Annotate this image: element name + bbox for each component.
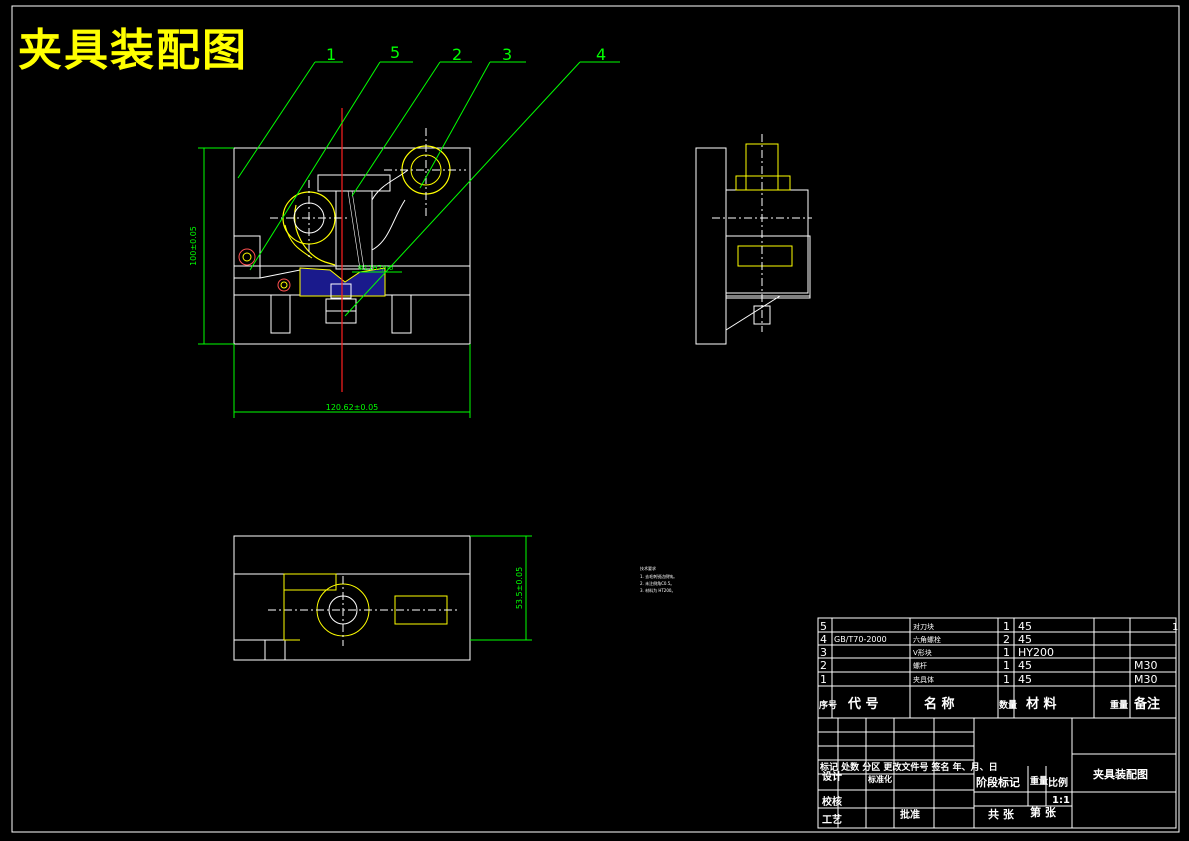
svg-text:5: 5: [820, 620, 827, 633]
svg-text:1:1: 1:1: [1052, 795, 1070, 806]
svg-text:2: 2: [820, 659, 827, 672]
svg-text:M30: M30: [1134, 659, 1158, 672]
svg-text:1: 1: [820, 673, 827, 686]
dim-plan-height: 53.5±0.05: [515, 567, 524, 609]
dim-fit: Φ11H7/n6: [358, 264, 394, 272]
svg-text:1: 1: [1003, 659, 1010, 672]
svg-text:45: 45: [1018, 633, 1032, 646]
svg-text:4: 4: [820, 633, 827, 646]
svg-text:重量: 重量: [1110, 699, 1128, 711]
dimensions-main: [198, 147, 471, 418]
dim-height: 100±0.05: [189, 226, 198, 266]
plan-view: [233, 535, 471, 661]
svg-text:2: 2: [1003, 633, 1010, 646]
balloon-5: 5: [390, 43, 400, 62]
svg-text:六角螺栓: 六角螺栓: [913, 635, 941, 644]
svg-text:第 张: 第 张: [1030, 805, 1057, 819]
svg-text:共 张: 共 张: [988, 807, 1015, 821]
svg-text:批准: 批准: [900, 808, 920, 821]
svg-text:校核: 校核: [822, 795, 842, 808]
svg-text:1: 1: [1003, 620, 1010, 633]
svg-text:45: 45: [1018, 659, 1032, 672]
svg-text:GB/T70-2000: GB/T70-2000: [834, 635, 887, 644]
svg-text:45: 45: [1018, 620, 1032, 633]
balloon-1: 1: [326, 45, 336, 64]
svg-text:HY200: HY200: [1018, 646, 1054, 659]
drawing-title: 夹具装配图: [18, 25, 248, 76]
svg-text:螺杆: 螺杆: [913, 661, 927, 670]
svg-text:夹具装配图: 夹具装配图: [1093, 767, 1148, 781]
svg-text:技术要求: 技术要求: [640, 565, 656, 571]
main-view: [233, 108, 471, 392]
balloon-2: 2: [452, 45, 462, 64]
svg-text:夹具体: 夹具体: [913, 675, 934, 684]
svg-text:1: 1: [1003, 646, 1010, 659]
side-view: [695, 134, 812, 345]
svg-text:V形块: V形块: [913, 648, 932, 657]
technical-notes: 技术要求 1. 去毛刺锐边倒钝。 2. 未注倒角C0.5。 3. 材料为 HT2…: [640, 565, 677, 593]
svg-text:2. 未注倒角C0.5。: 2. 未注倒角C0.5。: [640, 580, 674, 586]
svg-text:45: 45: [1018, 673, 1032, 686]
bom-header: 序号 代 号 名 称 数量 材 料 重量 备注: [819, 696, 1160, 712]
svg-text:对刀块: 对刀块: [913, 622, 934, 631]
balloon-3: 3: [502, 45, 512, 64]
bom-table: [817, 617, 1177, 719]
svg-text:1: 1: [1003, 673, 1010, 686]
svg-text:标准化: 标准化: [867, 774, 892, 784]
svg-text:设计: 设计: [822, 770, 842, 783]
svg-text:1. 去毛刺锐边倒钝。: 1. 去毛刺锐边倒钝。: [640, 573, 677, 579]
svg-text:标记 处数 分区 更改文件号 签名 年、月、日: 标记 处数 分区 更改文件号 签名 年、月、日: [819, 761, 998, 773]
sheet-border: [11, 5, 1180, 833]
svg-text:工艺: 工艺: [822, 813, 842, 826]
title-block-text: 夹具装配图 标记 处数 分区 更改文件号 签名 年、月、日 设计 标准化 校核 …: [819, 761, 1148, 826]
svg-text:数量: 数量: [999, 699, 1017, 711]
bom-rows: 5 对刀块 1 45 4 GB/T70-2000 六角螺栓 2 45 3 V形块…: [820, 620, 1178, 686]
title-block: [817, 717, 1177, 829]
svg-text:序号: 序号: [819, 699, 837, 711]
svg-text:阶段标记: 阶段标记: [976, 775, 1020, 789]
svg-text:代 号: 代 号: [847, 696, 879, 712]
svg-text:M30: M30: [1134, 673, 1158, 686]
dimensions-plan: [470, 535, 532, 641]
svg-text:名 称: 名 称: [924, 696, 955, 712]
balloon-leaders: [237, 61, 620, 317]
svg-text:材 料: 材 料: [1026, 696, 1057, 712]
balloon-4: 4: [596, 45, 606, 64]
svg-text:3: 3: [820, 646, 827, 659]
svg-text:比例: 比例: [1048, 776, 1068, 789]
svg-text:备注: 备注: [1133, 696, 1160, 712]
svg-text:1: 1: [1172, 622, 1178, 633]
dim-width: 120.62±0.05: [326, 403, 379, 412]
svg-text:重量: 重量: [1030, 775, 1048, 787]
svg-text:3. 材料为 HT200。: 3. 材料为 HT200。: [640, 587, 675, 593]
